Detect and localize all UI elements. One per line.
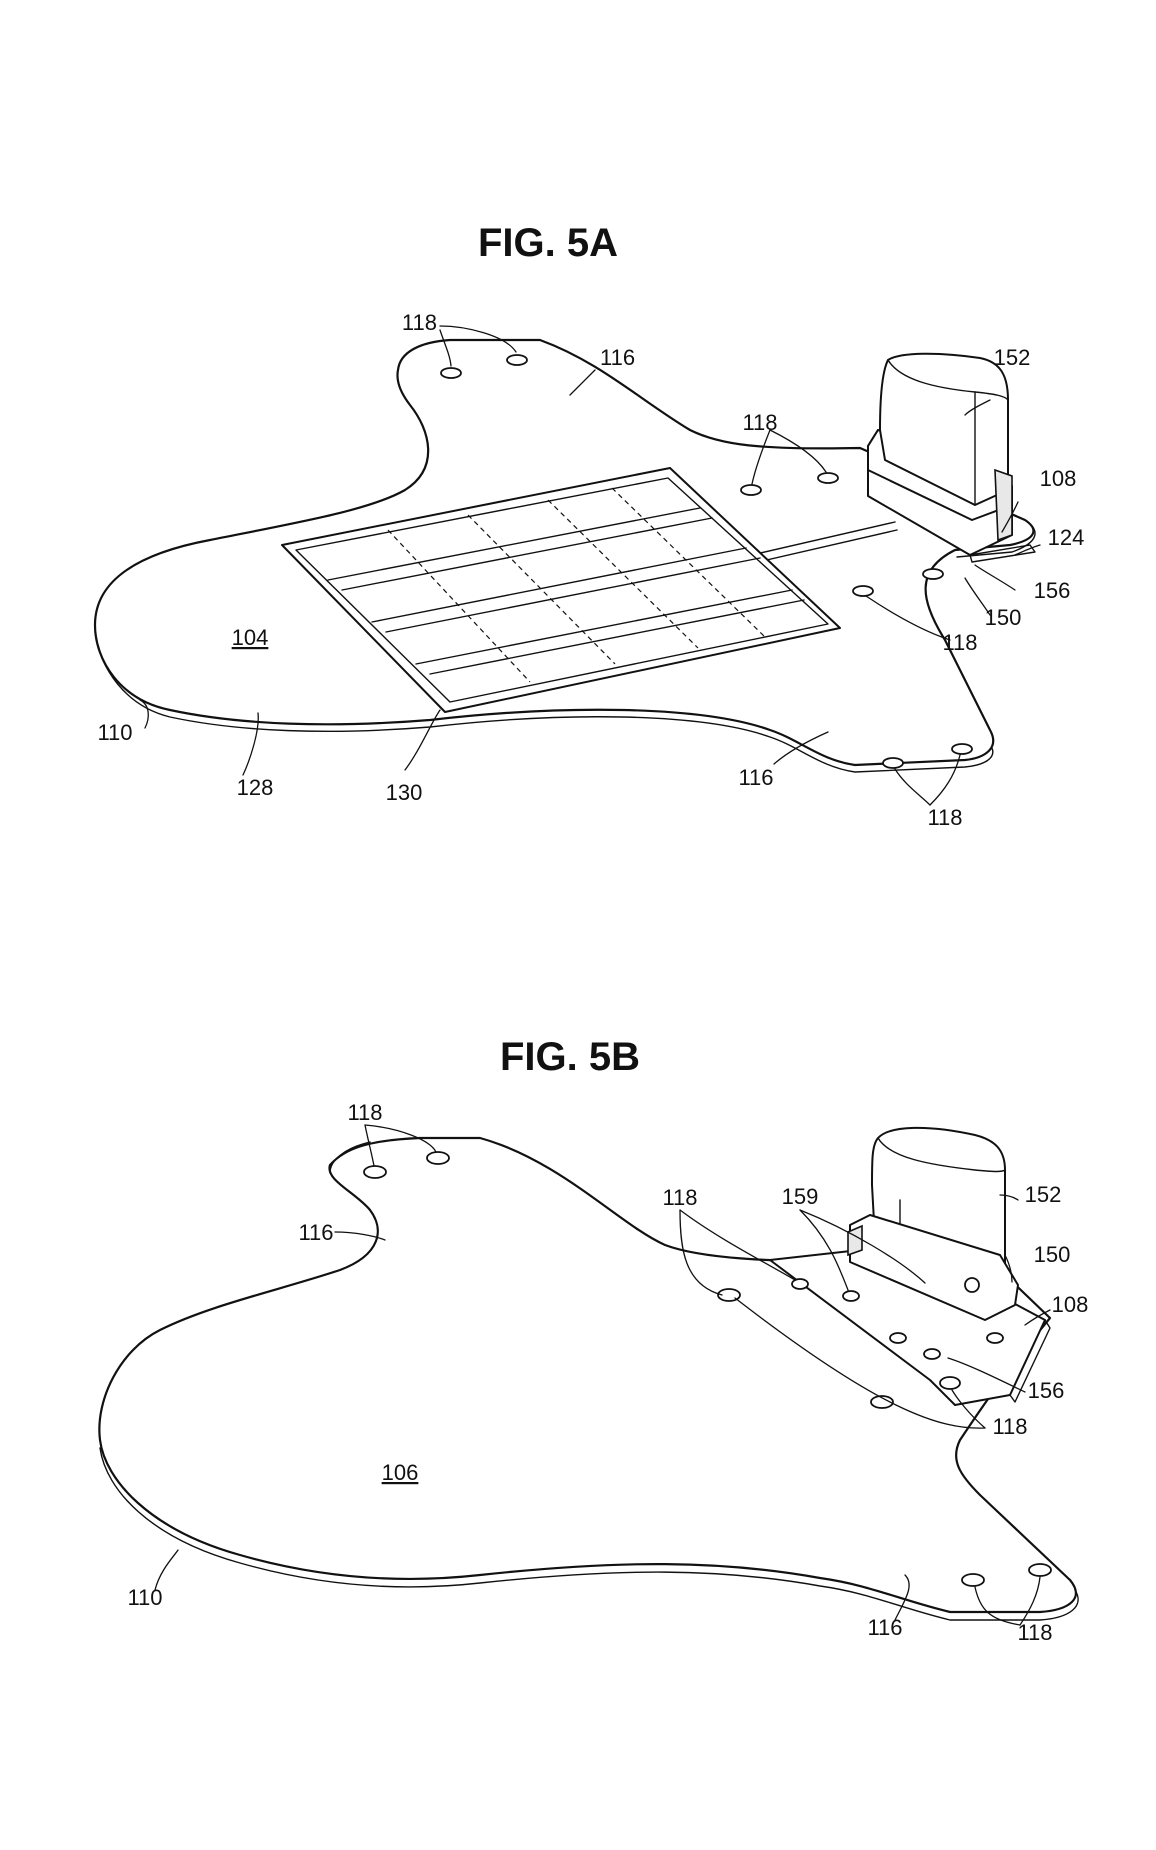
connector-housing-5a <box>867 352 1036 563</box>
ref-106-surface: 106 <box>382 1460 419 1485</box>
ref-150-5a: 150 <box>985 605 1022 630</box>
ref-118-top-left-5b: 118 <box>347 1100 382 1125</box>
ref-128-5a: 128 <box>237 775 274 800</box>
ref-116-left-5b: 116 <box>298 1220 333 1245</box>
plate-edge-5b <box>99 1447 1079 1621</box>
ref-156-5b: 156 <box>1028 1378 1065 1403</box>
leader-lines-5b <box>154 1124 1051 1626</box>
figure-5a-title: FIG. 5A <box>478 221 618 265</box>
ref-118-bottom-5b: 118 <box>1017 1620 1052 1645</box>
ref-152-5b: 152 <box>1025 1182 1062 1207</box>
ref-156-5a: 156 <box>1034 578 1071 603</box>
figure-5b: FIG. 5B <box>98 1035 1088 1645</box>
ref-108-5a: 108 <box>1040 466 1077 491</box>
plate-edge-right-5a <box>956 519 1036 558</box>
mounting-holes-5a <box>440 354 973 769</box>
reference-numerals-5b: 118 116 118 159 152 150 108 156 118 106 … <box>127 1100 1088 1645</box>
figure-5a: FIG. 5A <box>93 221 1084 830</box>
plate-edge-5a <box>94 631 994 773</box>
mounting-holes-5b <box>363 1151 1052 1587</box>
ref-116-top-5a: 116 <box>600 345 635 370</box>
ref-130-array: 130 <box>386 780 423 805</box>
reference-numerals-5a: 118 116 118 152 108 124 156 150 118 104 … <box>97 310 1084 830</box>
plate-outline-5b <box>98 1136 1077 1614</box>
ref-118-mid-5b: 118 <box>662 1185 697 1210</box>
ref-118-right-5b: 118 <box>992 1414 1027 1439</box>
electrode-array-130 <box>281 467 841 713</box>
ref-116-bottom-5a: 116 <box>738 765 773 790</box>
figure-5b-title: FIG. 5B <box>500 1035 640 1079</box>
ref-118-top-left-5a: 118 <box>402 310 437 335</box>
ref-110-5b: 110 <box>127 1585 162 1610</box>
ref-118-right-5a: 118 <box>942 630 977 655</box>
ref-124-5a: 124 <box>1048 525 1085 550</box>
ref-118-bottom-5a: 118 <box>927 805 962 830</box>
ref-104-surface: 104 <box>232 625 269 650</box>
ref-118-mid-5a: 118 <box>742 410 777 435</box>
ref-108-5b: 108 <box>1052 1292 1089 1317</box>
ref-110-5a: 110 <box>97 720 132 745</box>
leader-lines-5a <box>139 325 1041 806</box>
ref-150-5b: 150 <box>1034 1242 1071 1267</box>
plate-edge-top-5b <box>329 1141 371 1174</box>
plate-outline-5a <box>93 338 1035 767</box>
ref-159-contacts: 159 <box>782 1184 819 1209</box>
ref-116-bottom-5b: 116 <box>867 1615 902 1640</box>
ref-152-5a: 152 <box>994 345 1031 370</box>
connector-housing-5b <box>847 1126 1019 1321</box>
